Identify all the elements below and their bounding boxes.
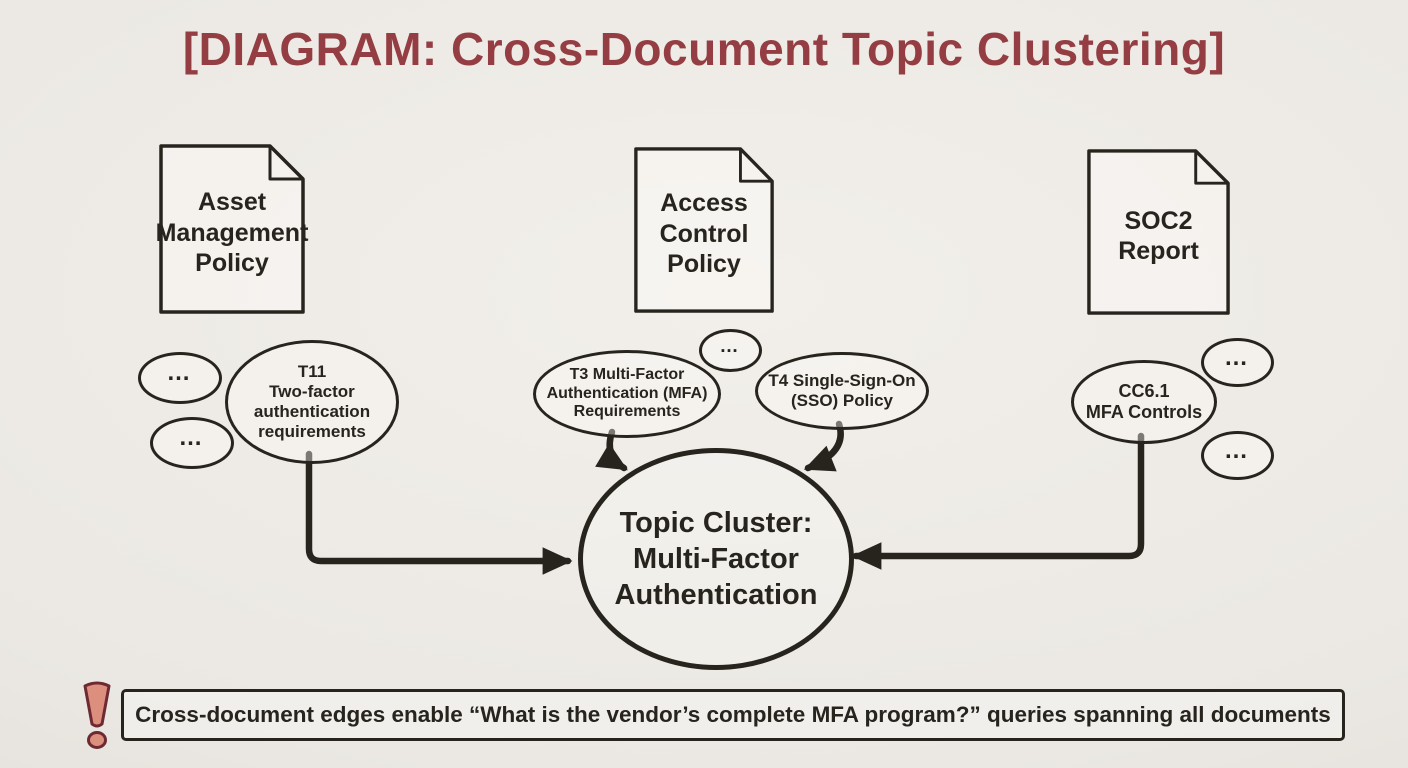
document-icon: [1087, 149, 1230, 315]
edge-t4-to-cluster: [803, 420, 844, 472]
topic-label: T4 Single-Sign-On (SSO) Policy: [768, 370, 916, 410]
document-asset-management-policy: Asset Management Policy: [155, 143, 309, 315]
document-icon: [634, 147, 774, 313]
topic-t11: T11 Two-factor authentication requiremen…: [225, 340, 399, 464]
ellipsis-bubble: …: [150, 417, 234, 469]
topic-label: CC6.1 MFA Controls: [1085, 380, 1203, 422]
topic-cc61: CC6.1 MFA Controls: [1071, 360, 1217, 444]
topic-t4: T4 Single-Sign-On (SSO) Policy: [755, 352, 929, 430]
ellipsis-bubble: …: [1201, 338, 1274, 387]
document-label: Access Control Policy: [659, 189, 749, 279]
ellipsis-text: …: [178, 424, 206, 451]
document-soc2-report: SOC2 Report: [1086, 148, 1231, 316]
topic-t3: T3 Multi-Factor Authentication (MFA) Req…: [533, 350, 721, 438]
edge-t11-to-cluster: [305, 450, 573, 575]
document-label: Asset Management Policy: [155, 188, 309, 278]
ellipsis-bubble: …: [138, 352, 222, 404]
document-access-control-policy: Access Control Policy: [633, 146, 775, 314]
note-text: Cross-document edges enable “What is the…: [135, 702, 1331, 727]
ellipsis-text: …: [1224, 343, 1251, 371]
ellipsis-text: …: [1224, 436, 1251, 464]
exclamation-icon: [83, 681, 111, 749]
topic-label: T3 Multi-Factor Authentication (MFA) Req…: [546, 365, 708, 421]
ellipsis-text: …: [166, 359, 194, 386]
topic-cluster-node: Topic Cluster: Multi-Factor Authenticati…: [578, 448, 854, 670]
note-box: Cross-document edges enable “What is the…: [121, 689, 1345, 741]
ellipsis-bubble: …: [1201, 431, 1274, 480]
diagram-title: [DIAGRAM: Cross-Document Topic Clusterin…: [182, 23, 1226, 75]
cluster-label: Topic Cluster: Multi-Factor Authenticati…: [614, 506, 818, 612]
topic-label: T11 Two-factor authentication requiremen…: [253, 361, 371, 442]
ellipsis-bubble: …: [699, 329, 762, 372]
edge-cc61-to-cluster: [851, 432, 1145, 570]
document-icon: [159, 144, 305, 314]
document-label: SOC2 Report: [1118, 206, 1199, 266]
ellipsis-text: …: [719, 336, 742, 357]
